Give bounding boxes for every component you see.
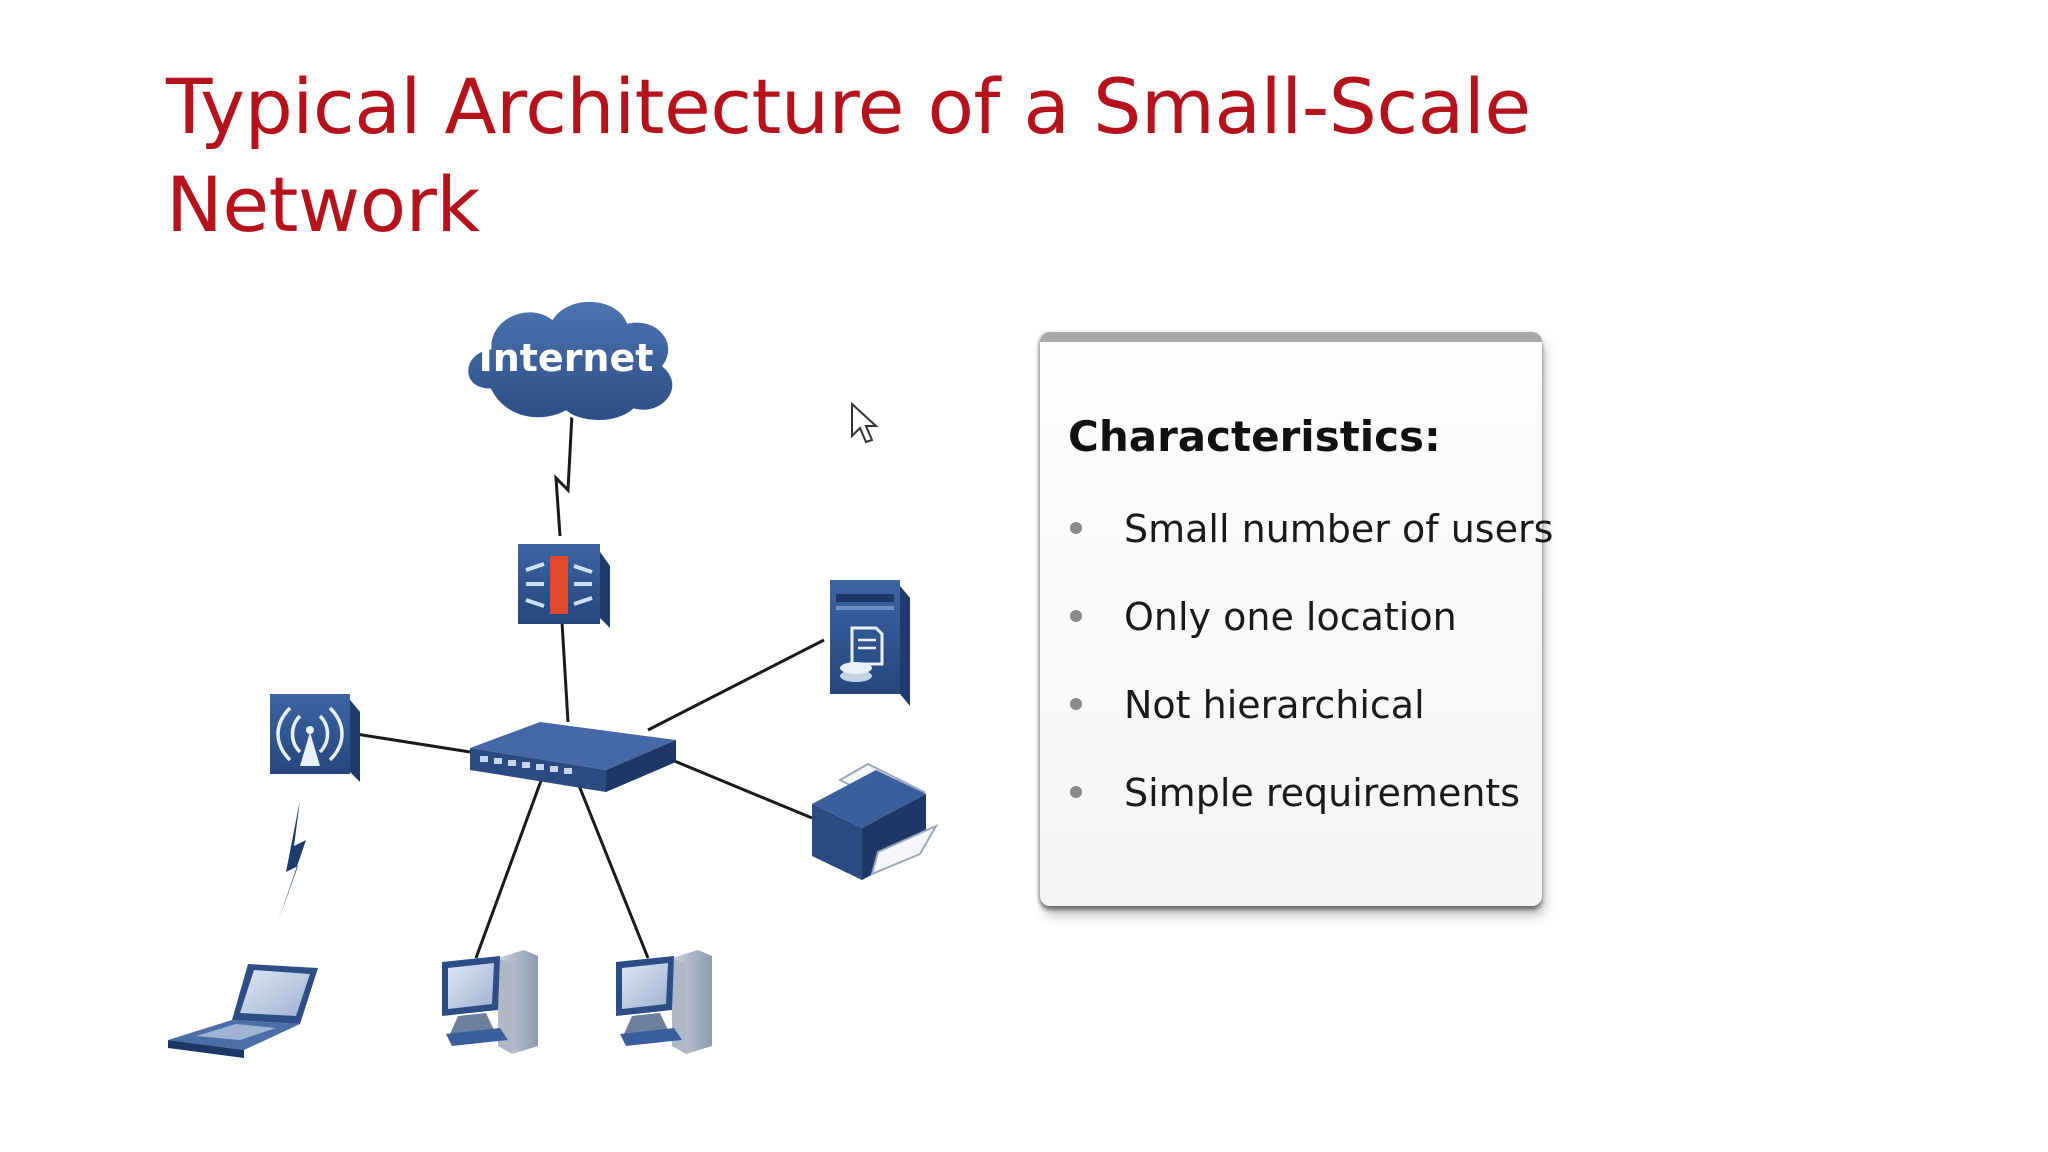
link-pc1-switch [474, 777, 544, 959]
list-item-text: Simple requirements [1124, 771, 1521, 815]
page-title: Typical Architecture of a Small-Scale Ne… [166, 58, 1666, 254]
firewall-icon [518, 544, 610, 628]
list-item: Not hierarchical [1068, 678, 1553, 766]
mouse-pointer-icon [851, 401, 879, 444]
wireless-bolt-icon [278, 800, 306, 922]
link-pc2-switch [574, 777, 650, 959]
link-server-switch [647, 638, 825, 732]
list-item: Small number of users [1068, 502, 1553, 590]
bullet-icon [1070, 698, 1082, 710]
title-line-2: Network [166, 160, 480, 249]
printer-icon [812, 762, 939, 880]
bullet-icon [1070, 610, 1082, 622]
switch-icon [470, 722, 676, 792]
list-item: Only one location [1068, 590, 1553, 678]
desktop-pc-icon [442, 950, 538, 1054]
link-ap-switch [355, 732, 471, 754]
link-firewall-switch [560, 621, 570, 723]
characteristics-list: Small number of users Only one location … [1068, 502, 1553, 854]
wireless-ap-icon [270, 694, 360, 782]
list-item-text: Only one location [1124, 595, 1457, 639]
title-line-1: Typical Architecture of a Small-Scale [166, 62, 1531, 151]
desktop-pc-icon [616, 950, 712, 1054]
bullet-icon [1070, 522, 1082, 534]
links [355, 413, 825, 959]
list-item-text: Not hierarchical [1124, 683, 1425, 727]
cloud-icon: Internet [465, 298, 676, 423]
characteristics-card: Characteristics: Small number of users O… [1040, 332, 1553, 906]
server-icon [830, 580, 910, 706]
link-printer-switch [671, 758, 813, 820]
bullet-icon [1070, 786, 1082, 798]
wan-link [554, 413, 574, 537]
cloud-label: Internet [479, 336, 654, 380]
characteristics-heading: Characteristics: [1068, 412, 1441, 461]
list-item: Simple requirements [1068, 766, 1553, 854]
laptop-icon [168, 964, 318, 1058]
list-item-text: Small number of users [1124, 507, 1554, 551]
